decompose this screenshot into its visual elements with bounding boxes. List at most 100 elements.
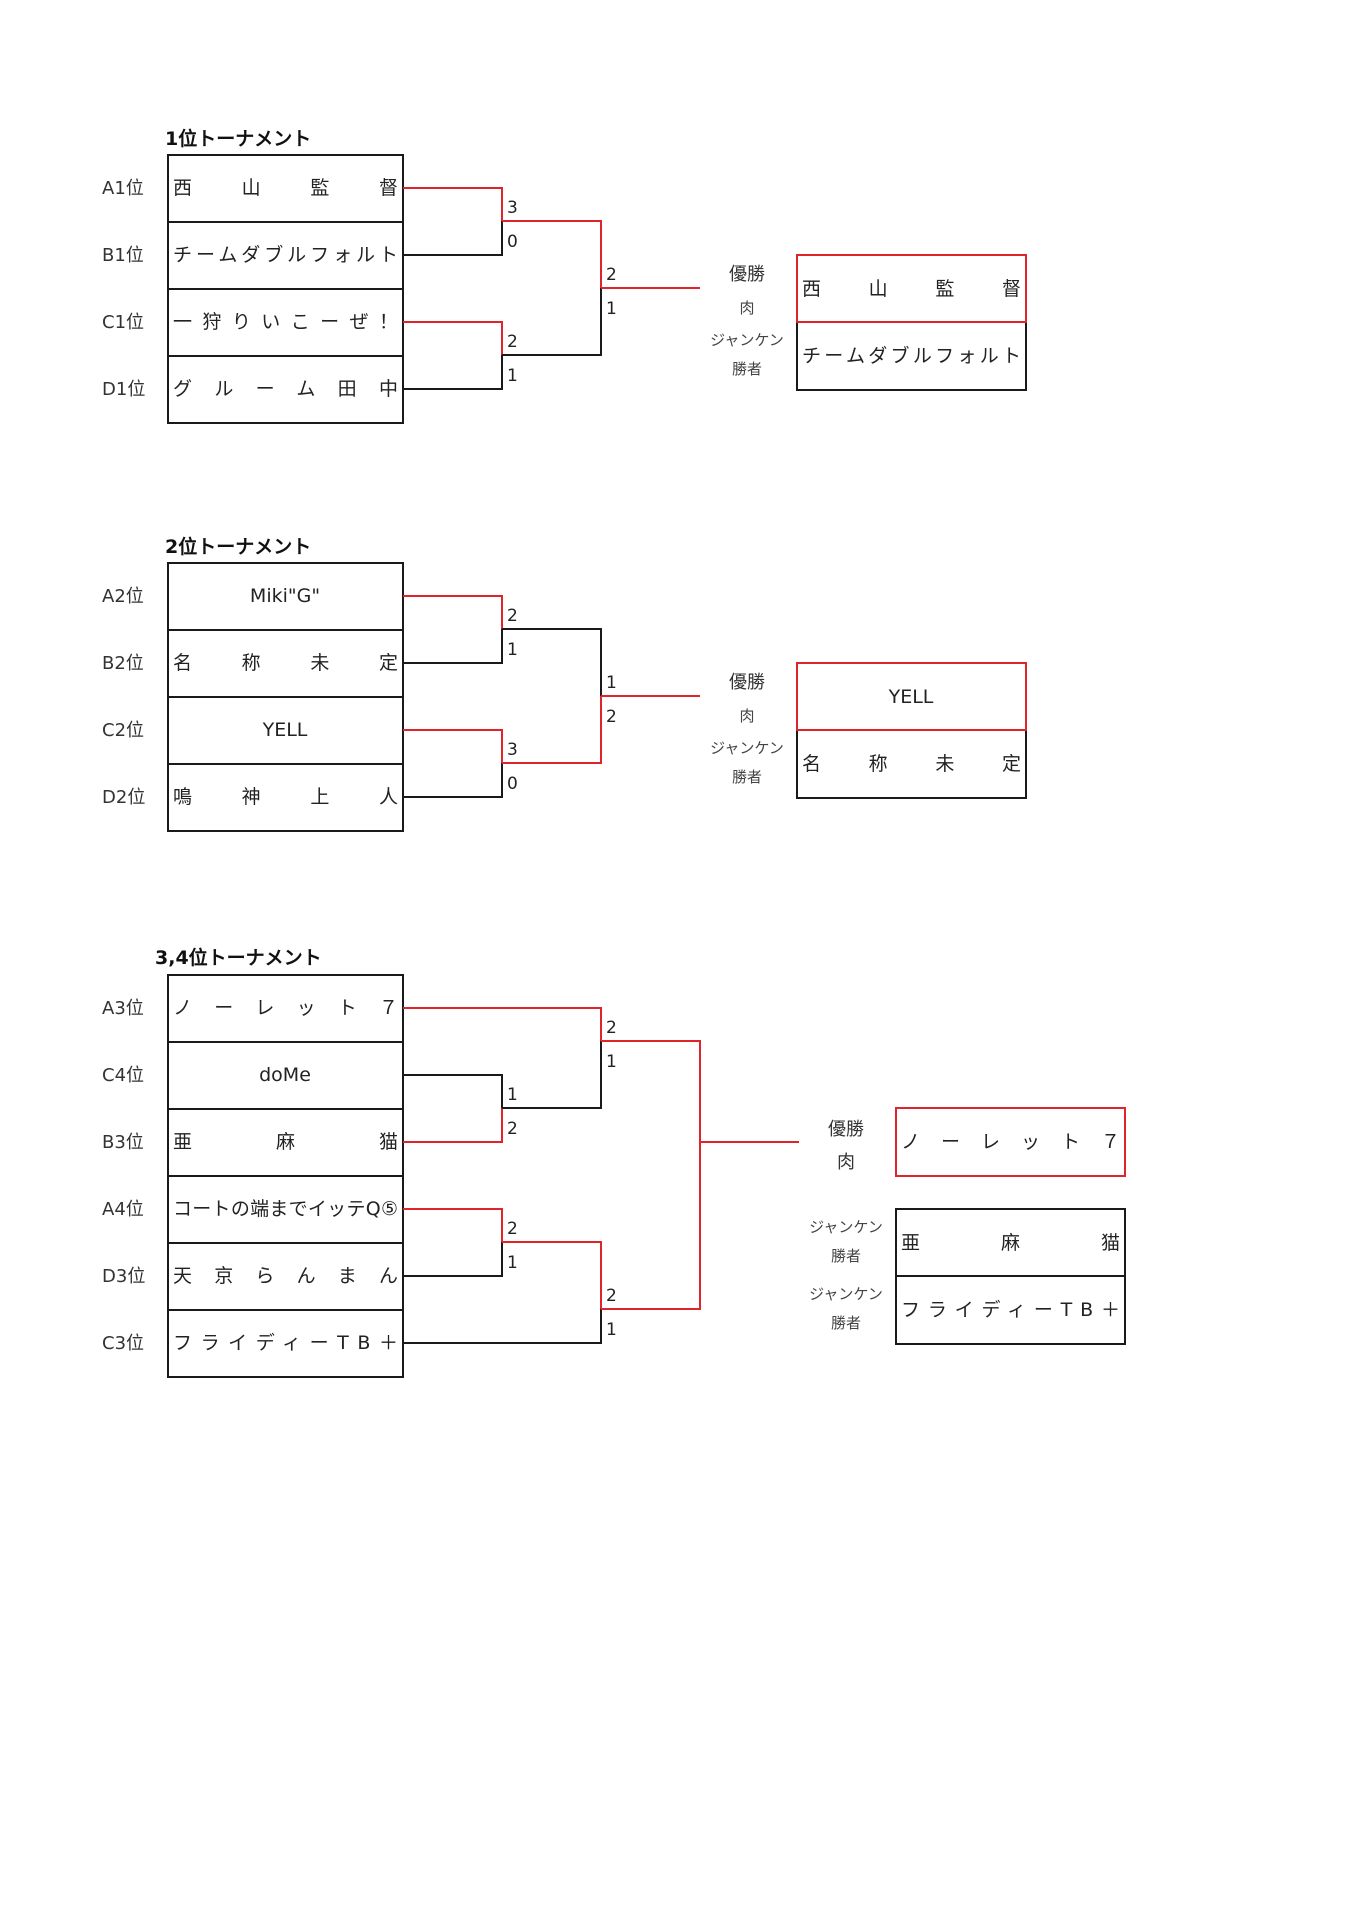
bracket-line <box>403 221 503 256</box>
bracket-line-win <box>502 696 602 764</box>
meat-label: 肉 <box>739 299 754 317</box>
rank-label: D1位 <box>102 379 145 400</box>
rank-label: C2位 <box>102 720 144 741</box>
score: 2 <box>606 1018 617 1038</box>
bracket-line-win <box>601 1142 701 1310</box>
score: 2 <box>606 707 617 727</box>
team-name: 名 称 未 定 <box>173 652 398 674</box>
champion-box <box>796 662 1027 731</box>
team-name: 亜 麻 猫 <box>173 1131 398 1153</box>
champion-box <box>895 1107 1126 1177</box>
champion-name: 西 山 監 督 <box>802 278 1021 300</box>
team-name: Miki"G" <box>250 585 320 607</box>
bracket-line-win <box>403 595 503 629</box>
bracket-line-win <box>403 1208 503 1242</box>
bracket-line <box>403 763 503 798</box>
winner-label: 勝者 <box>732 360 762 378</box>
runner-up-name: 名 称 未 定 <box>802 753 1021 775</box>
bracket-line-win <box>403 1007 602 1041</box>
team-name: ノーレット７ <box>173 997 398 1019</box>
tournament-2: 2位トーナメント A2位 B2位 C2位 D2位 Miki"G" 名 称 未 定… <box>102 535 1027 832</box>
team-name: フライディーTB＋ <box>173 1332 398 1354</box>
rank-label: C1位 <box>102 312 144 333</box>
team-name: 一狩りいこーぜ！ <box>173 311 398 333</box>
champion-name: YELL <box>888 686 934 708</box>
score: 0 <box>507 774 518 794</box>
janken-label: ジャンケン <box>809 1285 883 1303</box>
bracket-line <box>502 1041 602 1109</box>
score: 1 <box>606 1052 617 1072</box>
team-name: 西 山 監 督 <box>173 177 398 199</box>
janken-label: ジャンケン <box>710 739 784 757</box>
team-name: グルーム田中 <box>173 378 398 400</box>
tournament-title: 2位トーナメント <box>165 535 311 558</box>
score: 3 <box>507 198 518 218</box>
result-name: フライディーTB＋ <box>901 1299 1120 1321</box>
score: 1 <box>606 673 617 693</box>
team-name: 天京らんまん <box>173 1265 398 1287</box>
bracket-line-win <box>403 1108 503 1143</box>
score: 1 <box>606 299 617 319</box>
champion-label: 優勝 <box>729 264 765 285</box>
bracket-line-win <box>601 1040 701 1142</box>
score: 2 <box>606 1286 617 1306</box>
runner-up-name: チームダブルフォルト <box>802 344 1021 367</box>
rank-label: A3位 <box>102 998 144 1019</box>
bracket-line-win <box>403 321 503 355</box>
score: 2 <box>507 1119 518 1139</box>
score: 0 <box>507 232 518 252</box>
tournament-1: 1位トーナメント A1位 B1位 C1位 D1位 西 山 監 督 チームダブルフ… <box>102 127 1027 424</box>
bracket-line <box>403 355 503 390</box>
score: 1 <box>606 1320 617 1340</box>
champion-name: ノーレット７ <box>901 1131 1120 1153</box>
rank-label: D3位 <box>102 1266 145 1287</box>
rank-label: D2位 <box>102 787 145 808</box>
score: 1 <box>507 640 518 660</box>
winner-label: 勝者 <box>831 1247 861 1265</box>
rank-label: C3位 <box>102 1333 144 1354</box>
bracket-line <box>403 1309 602 1344</box>
winner-label: 勝者 <box>732 768 762 786</box>
champion-label: 優勝 <box>729 672 765 693</box>
tournament-title: 3,4位トーナメント <box>155 946 322 969</box>
score: 1 <box>507 1085 518 1105</box>
score: 2 <box>606 265 617 285</box>
champion-label: 優勝 <box>828 1119 864 1140</box>
rank-label: A4位 <box>102 1199 144 1220</box>
janken-label: ジャンケン <box>710 331 784 349</box>
bracket-line-win <box>403 187 503 221</box>
champion-box <box>796 254 1027 323</box>
score: 3 <box>507 740 518 760</box>
rank-label: A1位 <box>102 178 144 199</box>
score: 2 <box>507 606 518 626</box>
team-name: チームダブルフォルト <box>173 243 398 266</box>
bracket-line <box>403 1242 503 1277</box>
janken-label: ジャンケン <box>809 1218 883 1236</box>
bracket-line <box>403 629 503 664</box>
bracket-line <box>502 288 602 356</box>
rank-label: B1位 <box>102 245 144 266</box>
tournament-3-4: 3,4位トーナメント A3位 C4位 B3位 A4位 D3位 C3位 ノーレット… <box>102 946 1126 1378</box>
rank-label: B2位 <box>102 653 144 674</box>
rank-label: B3位 <box>102 1132 144 1153</box>
score: 1 <box>507 1253 518 1273</box>
bracket-line <box>403 1074 503 1108</box>
meat-label: 肉 <box>739 707 754 725</box>
score: 2 <box>507 332 518 352</box>
team-name: 鳴 神 上 人 <box>173 786 398 808</box>
score: 1 <box>507 366 518 386</box>
bracket-line-win <box>502 1241 602 1309</box>
winner-label: 勝者 <box>831 1314 861 1332</box>
team-name: doMe <box>259 1064 311 1086</box>
team-name: YELL <box>262 719 308 741</box>
result-name: 亜 麻 猫 <box>901 1232 1120 1254</box>
rank-label: C4位 <box>102 1065 144 1086</box>
bracket-line-win <box>403 729 503 763</box>
tournament-title: 1位トーナメント <box>165 127 311 150</box>
team-name: コートの端までイッテQ⑤ <box>173 1198 398 1220</box>
bracket-line <box>502 628 602 696</box>
rank-label: A2位 <box>102 586 144 607</box>
meat-label: 肉 <box>837 1152 855 1173</box>
bracket-line-win <box>502 220 602 288</box>
